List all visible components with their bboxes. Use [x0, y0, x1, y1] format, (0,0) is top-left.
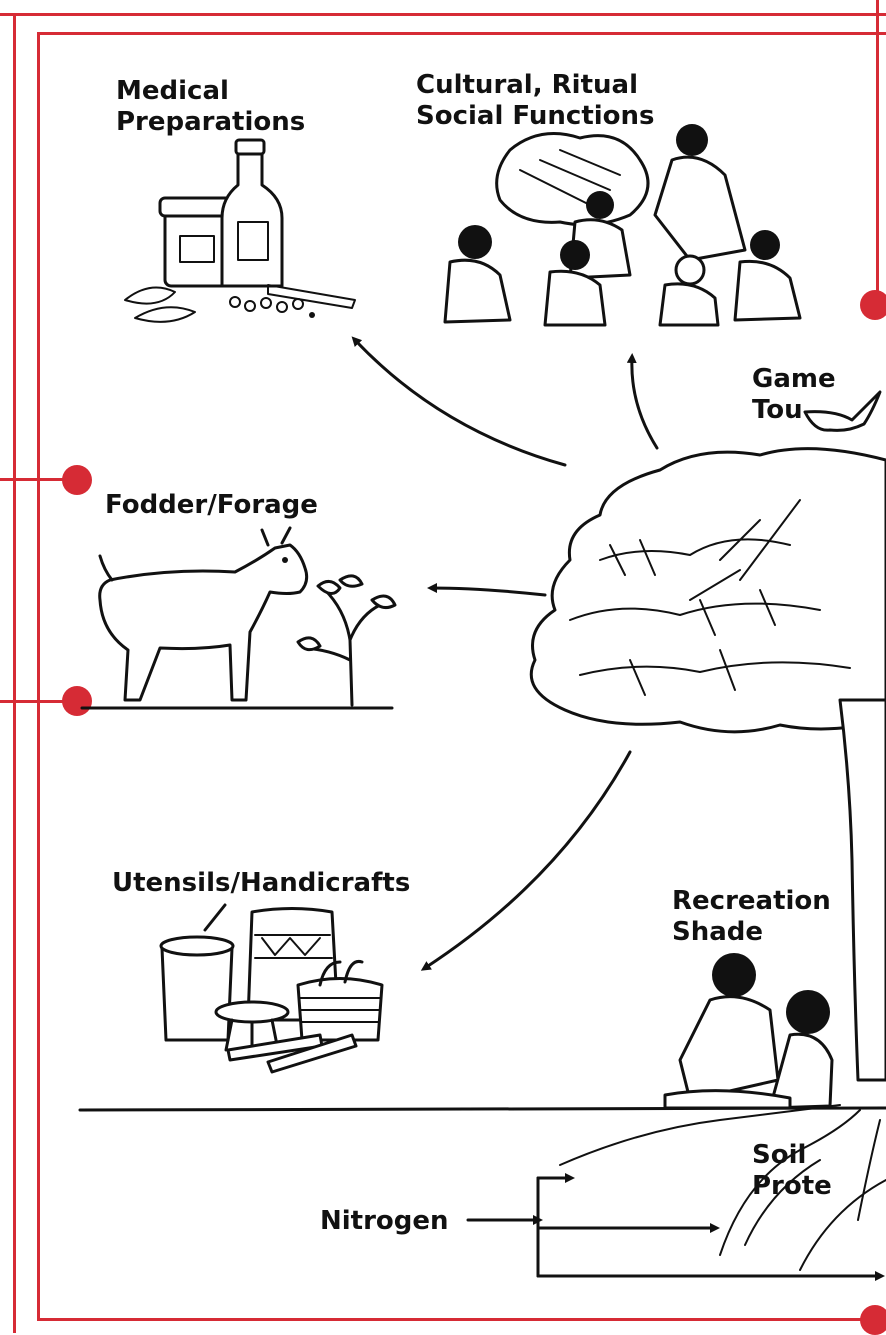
- frame-outer-top: [0, 13, 886, 16]
- frame-right-vertical: [876, 0, 879, 305]
- frame-inner-left: [37, 32, 40, 1320]
- frame-dot-upper-left: [62, 465, 92, 495]
- frame-outer-left: [13, 13, 16, 1333]
- label-utensils-handicrafts: Utensils/Handicrafts: [112, 868, 411, 898]
- people-gathering-icon: [443, 124, 802, 327]
- herbs-icon: [124, 284, 356, 323]
- spoons-icon: [226, 1033, 358, 1074]
- goat-icon: [98, 526, 309, 702]
- label-soil-protection: Soil Prote: [752, 1140, 832, 1201]
- mortar-icon: [159, 903, 235, 1042]
- label-nitrogen: Nitrogen: [320, 1206, 449, 1236]
- frame-dot-right-top: [860, 290, 886, 320]
- label-cultural-functions: Cultural, Ritual Social Functions: [416, 70, 655, 131]
- frame-inner-bottom: [37, 1318, 886, 1321]
- label-medical-preparations: Medical Preparations: [116, 76, 306, 137]
- tree-icon: [529, 447, 886, 1082]
- shrub-icon: [296, 574, 397, 707]
- stool-icon: [214, 1000, 290, 1052]
- ground-line: [78, 1106, 886, 1112]
- label-fodder-forage: Fodder/Forage: [105, 490, 318, 520]
- frame-connector-lower: [0, 700, 75, 703]
- label-recreation-shade: Recreation Shade: [672, 886, 831, 947]
- bird-icon: [803, 390, 882, 432]
- basket-icon: [296, 959, 384, 1042]
- roots-icon: [559, 1104, 886, 1271]
- bottle-icon: [220, 138, 284, 288]
- frame-dot-lower-left: [62, 686, 92, 716]
- people-sitting-icon: [663, 953, 834, 1110]
- frame-dot-right-bottom: [860, 1305, 886, 1335]
- diagram-arrows: [351, 336, 885, 1281]
- frame-connector-upper: [0, 478, 75, 481]
- frame-inner-top: [37, 32, 886, 35]
- label-game-tourism: Game Tou: [752, 364, 836, 425]
